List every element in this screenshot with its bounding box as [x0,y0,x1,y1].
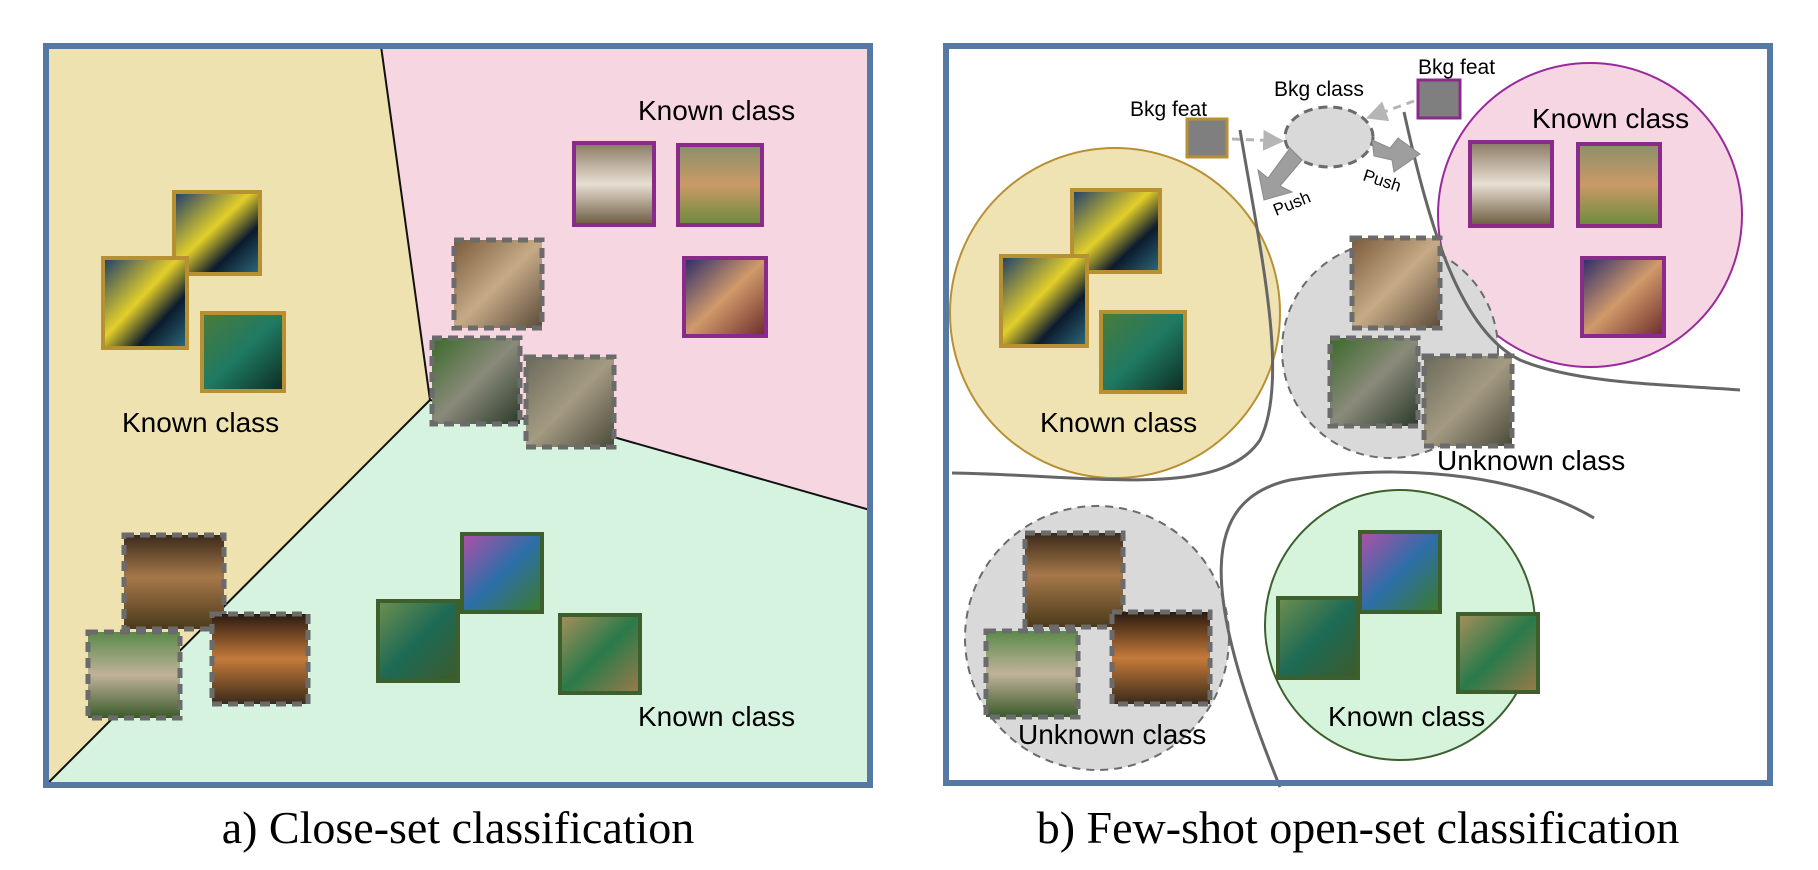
mushroom-image-icon [121,532,227,632]
bkg-class-label: Bkg class [1274,78,1364,101]
unknown-class-label-center: Unknown class [1437,445,1625,476]
dog-image-icon [1580,256,1666,338]
mushroom-image-icon [1022,530,1126,630]
feature-square-icon [1416,78,1462,120]
dog-image-icon [682,256,768,338]
sloth-image-icon [429,335,523,427]
known-class-label-pink: Known class [1532,103,1689,134]
dog-image-icon [676,143,764,227]
dog-image-icon [1576,142,1662,228]
known-class-label-green: Known class [1328,701,1485,732]
boundary-curve-left [951,129,1275,482]
sloth-image-icon [1421,353,1515,449]
caption-a: a) Close-set classification [222,802,695,853]
feat-to-class-arrow-right [1366,99,1415,122]
boundary-curve-bottom [1219,470,1595,788]
fish-image-icon [999,254,1089,348]
bird-image-icon [1456,612,1540,694]
dog-image-icon [1468,140,1554,228]
bird-image-icon [1276,596,1360,680]
push-arrow-icon [1371,137,1421,173]
sloth-image-icon [1327,335,1421,429]
mushroom-image-icon [1109,609,1213,707]
boundary-curve-right [1402,111,1741,392]
feature-square-icon [1185,117,1229,159]
mushroom-image-icon [983,628,1081,720]
panel-b: Known class Known class Known class Unkn… [943,43,1773,788]
push-arrow-icon [1257,147,1303,201]
panel-a: Known class Known class Known class [43,43,873,788]
known-class-label-pink: Known class [638,95,795,126]
panel-b-frame [943,43,1773,786]
bird-image-icon [1358,530,1442,614]
known-class-label-yellow: Known class [1040,407,1197,438]
panel-a-frame [43,43,873,788]
sloth-image-icon [451,237,545,331]
sloth-image-icon [523,354,617,450]
bkg-class-ellipse [1283,105,1375,169]
fish-image-icon [101,256,189,350]
bird-image-icon [376,599,460,683]
dog-image-icon [572,141,656,227]
fish-image-icon [1099,310,1187,394]
bkg-feat-label-right: Bkg feat [1418,56,1495,79]
bkg-feat-label-left: Bkg feat [1130,98,1207,121]
bird-image-icon [558,613,642,695]
caption-b: b) Few-shot open-set classification [1037,802,1680,853]
unknown-class-label-bottom-left: Unknown class [1018,719,1206,750]
fish-image-icon [200,311,286,393]
mushroom-image-icon [209,611,311,707]
mushroom-image-icon [85,629,183,721]
decision-boundary-left [45,399,431,786]
sloth-image-icon [1349,235,1443,331]
known-class-label-green: Known class [638,701,795,732]
bird-image-icon [460,532,544,614]
known-class-label-yellow: Known class [122,407,279,438]
